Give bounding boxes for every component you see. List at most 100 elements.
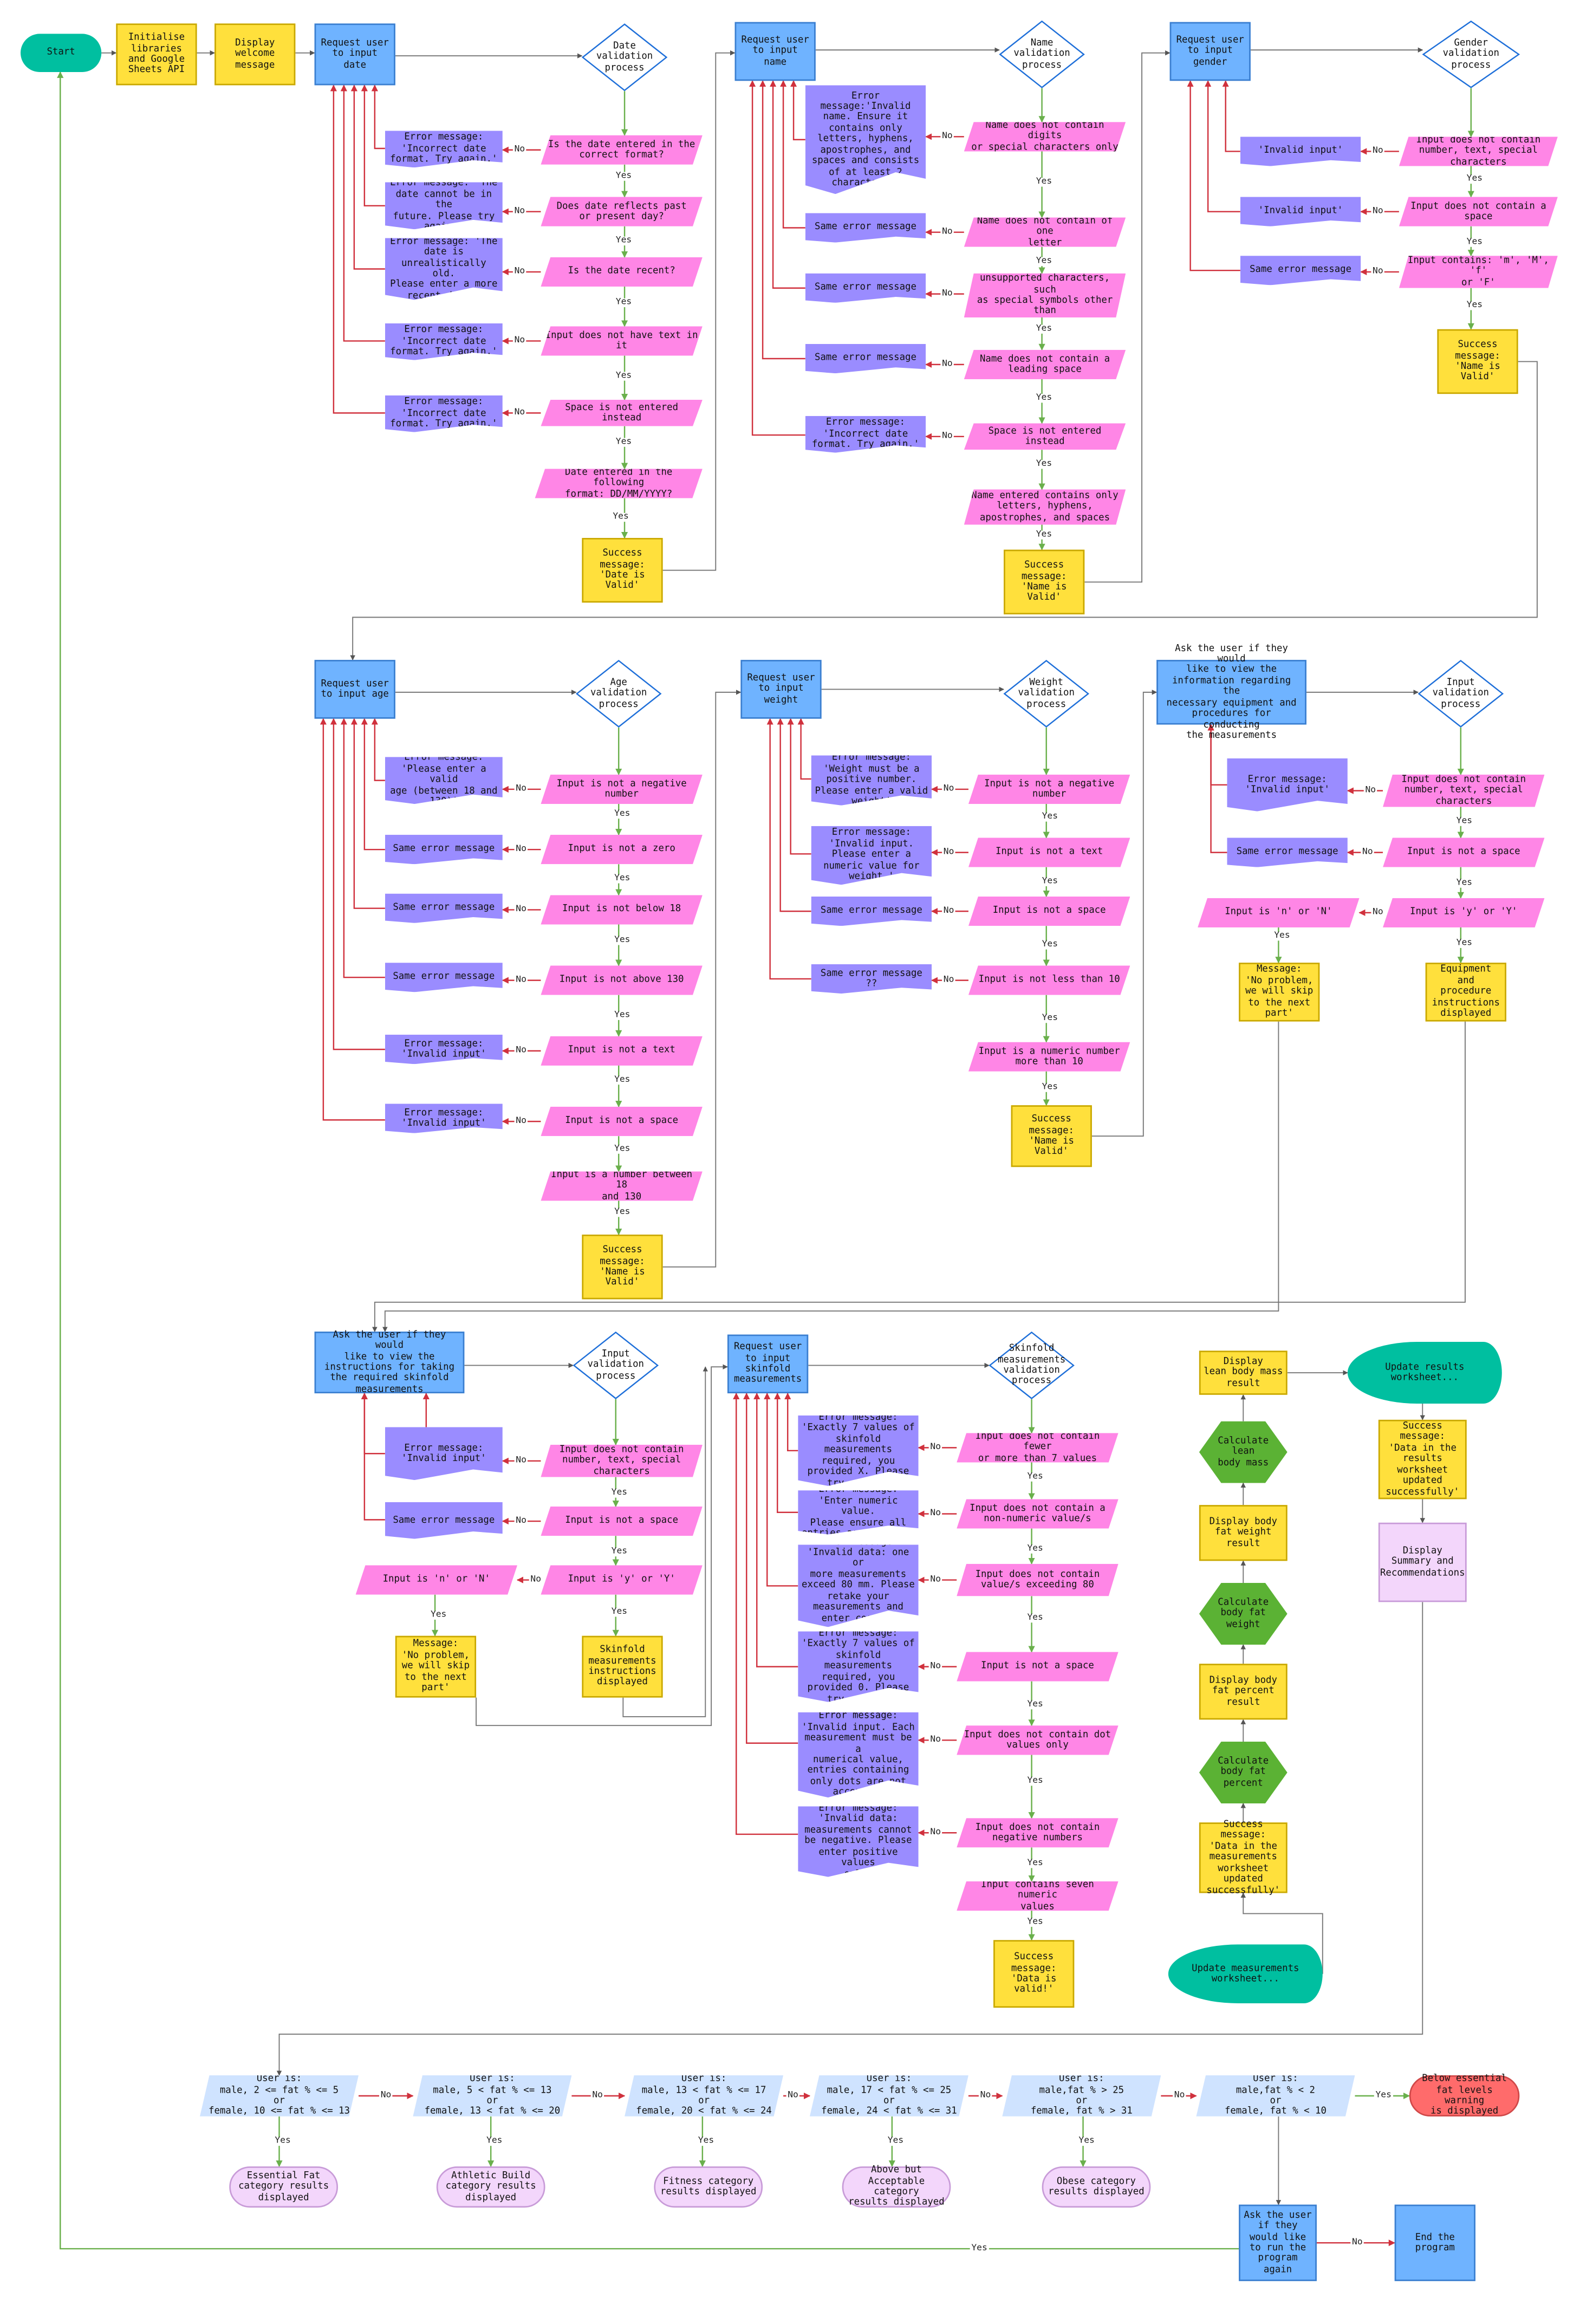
node-text: Date validation process [596,39,653,73]
node-text: User is: male, 2 <= fat % <= 5 or female… [209,2072,350,2118]
node-text: Success message: 'Data in the measuremen… [1206,1818,1280,1895]
connector-109 [766,718,811,980]
node-n5: Space is not entered instead [964,423,1126,450]
diamond-shape [1422,20,1520,88]
node-text: Success message: 'Name is Valid' [1455,338,1500,383]
node-disp-bfw: Display body fat weight result [1199,1505,1288,1561]
edge-label-no: No [928,1442,942,1452]
node-n3e: Same error message [805,273,926,303]
node-upd-meas: Update measurements worksheet... [1168,1944,1323,2003]
node-text: Error message: 'Incorrect date format. T… [811,416,920,450]
node-text: Error message: 'Invalid input' [401,1106,486,1129]
node-text: User is: male, 13 < fat % <= 17 or femal… [636,2072,772,2118]
connector-62 [779,80,805,229]
node-dec-inp2: Input validation process [573,1331,659,1400]
connector-148 [753,1392,798,1667]
connector-14 [382,1021,1279,1333]
node-dec-inp1: Input validation process [1418,659,1504,728]
edge-label-yes: Yes [614,235,633,245]
node-g2: Input does not contain a space [1399,197,1558,226]
node-a3: Input is not below 18 [541,895,703,925]
node-text: Weight validation process [1018,676,1075,710]
connector-20 [1240,1892,1323,1974]
edge-label-no: No [512,266,526,276]
node-ask-again: Ask the user if they would like to run t… [1239,2204,1317,2281]
node-text: Ask the user if they would like to view … [324,1328,455,1395]
edge-label-no: No [512,335,526,345]
edge-label-no: No [1371,907,1385,917]
node-text: User is: male,fat % < 2 or female, fat %… [1224,2072,1327,2118]
connector-147 [764,1392,798,1587]
edge-label-no: No [940,359,954,368]
node-s1: Input does not contain number, text, spe… [541,1444,703,1477]
edge-label-yes: Yes [1035,177,1054,186]
edge-label-yes: Yes [970,2243,989,2252]
node-r5: Obese category results displayed [1042,2166,1151,2208]
node-text: User is: male,fat % > 25 or female, fat … [1030,2072,1133,2118]
node-d2: Does date reflects past or present day? [541,197,703,226]
node-text: Error message: 'Incorrect date format. T… [390,323,498,358]
node-dec-age: Age validation process [575,659,662,728]
node-n6: Name entered contains only letters, hyph… [964,489,1126,525]
edge-label-yes: Yes [614,437,633,446]
edge-label-yes: Yes [614,297,633,307]
connector-93 [340,718,385,978]
connector-48 [330,85,385,414]
node-d4: Input does not have text in it [541,326,703,356]
edge-label-no: No [1371,206,1385,216]
node-e-skip: Message: 'No problem, we will skip to th… [1239,963,1320,1022]
node-text: Name does not contain of one letter [977,214,1113,248]
node-text: Error message: 'Weight must be a positiv… [815,751,928,807]
node-a5e: Error message: 'Invalid input' [385,1035,503,1064]
edge-label-no: No [514,975,528,984]
connector-46 [350,85,385,270]
connector-12 [1091,690,1158,1137]
node-text: Space is not entered instead [565,400,679,424]
node-text: Success message: 'Date is Valid' [600,547,645,592]
node-n1e: Error message:'Invalid name. Ensure it c… [805,85,926,194]
node-text: Obese category results displayed [1048,2174,1145,2198]
node-w3e: Same error message [811,896,932,926]
node-text: Input does not have text in it [545,328,698,352]
node-text: Error message: 'Incorrect date format. T… [390,395,498,430]
edge-label-yes: Yes [1077,2135,1096,2145]
edge-label-no: No [978,2090,992,2100]
connector-95 [320,718,385,1121]
node-g2e: 'Invalid input' [1240,197,1361,226]
node-text: Success message: 'Name is Valid' [1029,1113,1074,1158]
connector-4 [662,50,736,571]
edge-label-yes: Yes [1465,173,1484,183]
node-w2e: Error message: 'Invalid input. Please en… [811,826,932,885]
edge-label-no: No [928,1574,942,1584]
node-text: User is: male, 5 < fat % <= 13 or female… [424,2072,561,2118]
edge-label-yes: Yes [613,808,632,818]
edge-label-yes: Yes [1454,816,1474,826]
edge-label-yes: Yes [1025,1917,1045,1926]
edge-label-no: No [942,783,956,793]
connector-75 [1187,80,1240,271]
edge-label-no: No [928,1734,942,1744]
edge-label-yes: Yes [429,1609,448,1619]
node-text: Same error message [820,904,922,917]
edge-label-yes: Yes [1025,1699,1045,1709]
edge-label-yes: Yes [611,511,630,521]
node-text: Input is not above 130 [559,973,684,985]
node-text: Above but Acceptable category results di… [848,2164,945,2209]
node-req-name: Request user to input name [734,22,816,81]
node-n-ok: Success message: 'Name is Valid' [1004,549,1085,615]
edge-label-yes: Yes [1025,1775,1045,1786]
node-s2: Input is not a space [541,1506,703,1536]
edge-label-no: No [928,1827,942,1837]
connector-127 [361,1392,385,1455]
node-n4: Name does not contain a leading space [964,349,1126,379]
node-text: Input validation process [1432,676,1490,710]
node-c4: User is: male, 17 < fat % <= 25 or femal… [809,2075,968,2117]
edge-label-yes: Yes [609,1606,629,1617]
connector-91 [361,718,385,851]
node-text: Request user to input date [321,36,389,70]
edge-label-yes: Yes [1035,323,1054,333]
node-text: Is the date entered in the correct forma… [548,137,695,160]
node-text: Error message:'Invalid name. Ensure it c… [811,89,920,189]
connector-74 [1205,80,1240,212]
edge-label-no: No [512,144,526,154]
